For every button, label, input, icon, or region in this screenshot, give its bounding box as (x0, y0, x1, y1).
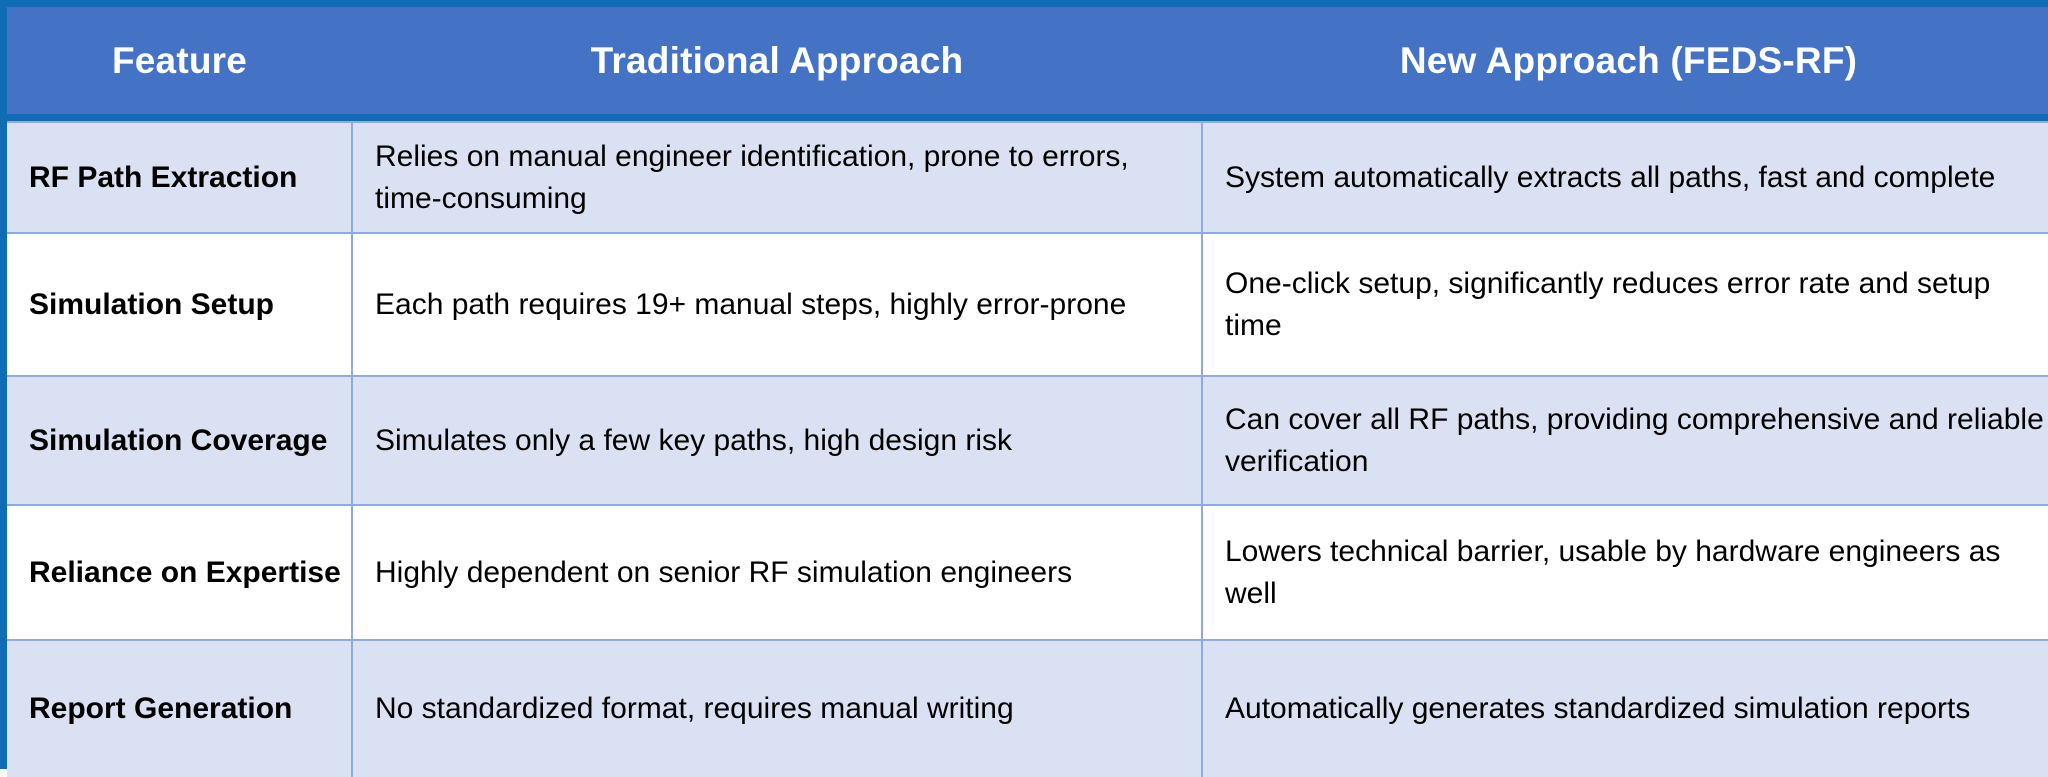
cell-new: System automatically extracts all paths,… (1201, 121, 2048, 234)
column-header-new-approach: New Approach (FEDS-RF) (1202, 7, 2048, 114)
cell-new: One-click setup, significantly reduces e… (1201, 232, 2048, 377)
cell-new: Automatically generates standardized sim… (1201, 639, 2048, 777)
cell-new: Can cover all RF paths, providing compre… (1201, 375, 2048, 506)
cell-feature: Simulation Setup (7, 232, 353, 377)
cell-traditional: Simulates only a few key paths, high des… (351, 375, 1203, 506)
cell-traditional: Highly dependent on senior RF simulation… (351, 504, 1203, 641)
header-underline (7, 114, 2048, 122)
table-body: RF Path Extraction Relies on manual engi… (7, 121, 2048, 777)
table-row: Reliance on Expertise Highly dependent o… (7, 504, 2048, 641)
table-header: Feature Traditional Approach New Approac… (7, 7, 2048, 122)
comparison-table: Feature Traditional Approach New Approac… (7, 7, 2048, 777)
cell-feature: Report Generation (7, 639, 353, 777)
table-row: Report Generation No standardized format… (7, 639, 2048, 777)
cell-new: Lowers technical barrier, usable by hard… (1201, 504, 2048, 641)
header-underline-segment (352, 114, 1202, 122)
cell-feature: Simulation Coverage (7, 375, 353, 506)
table-row: Simulation Setup Each path requires 19+ … (7, 232, 2048, 377)
table-header-row: Feature Traditional Approach New Approac… (7, 7, 2048, 114)
cell-feature: Reliance on Expertise (7, 504, 353, 641)
column-header-feature: Feature (7, 7, 352, 114)
header-underline-segment (7, 114, 352, 122)
cell-feature: RF Path Extraction (7, 121, 353, 234)
column-header-traditional-approach: Traditional Approach (352, 7, 1202, 114)
table-row: Simulation Coverage Simulates only a few… (7, 375, 2048, 506)
cell-traditional: Each path requires 19+ manual steps, hig… (351, 232, 1203, 377)
table-row: RF Path Extraction Relies on manual engi… (7, 121, 2048, 234)
header-underline-segment (1202, 114, 2048, 122)
cell-traditional: No standardized format, requires manual … (351, 639, 1203, 777)
cell-traditional: Relies on manual engineer identification… (351, 121, 1203, 234)
